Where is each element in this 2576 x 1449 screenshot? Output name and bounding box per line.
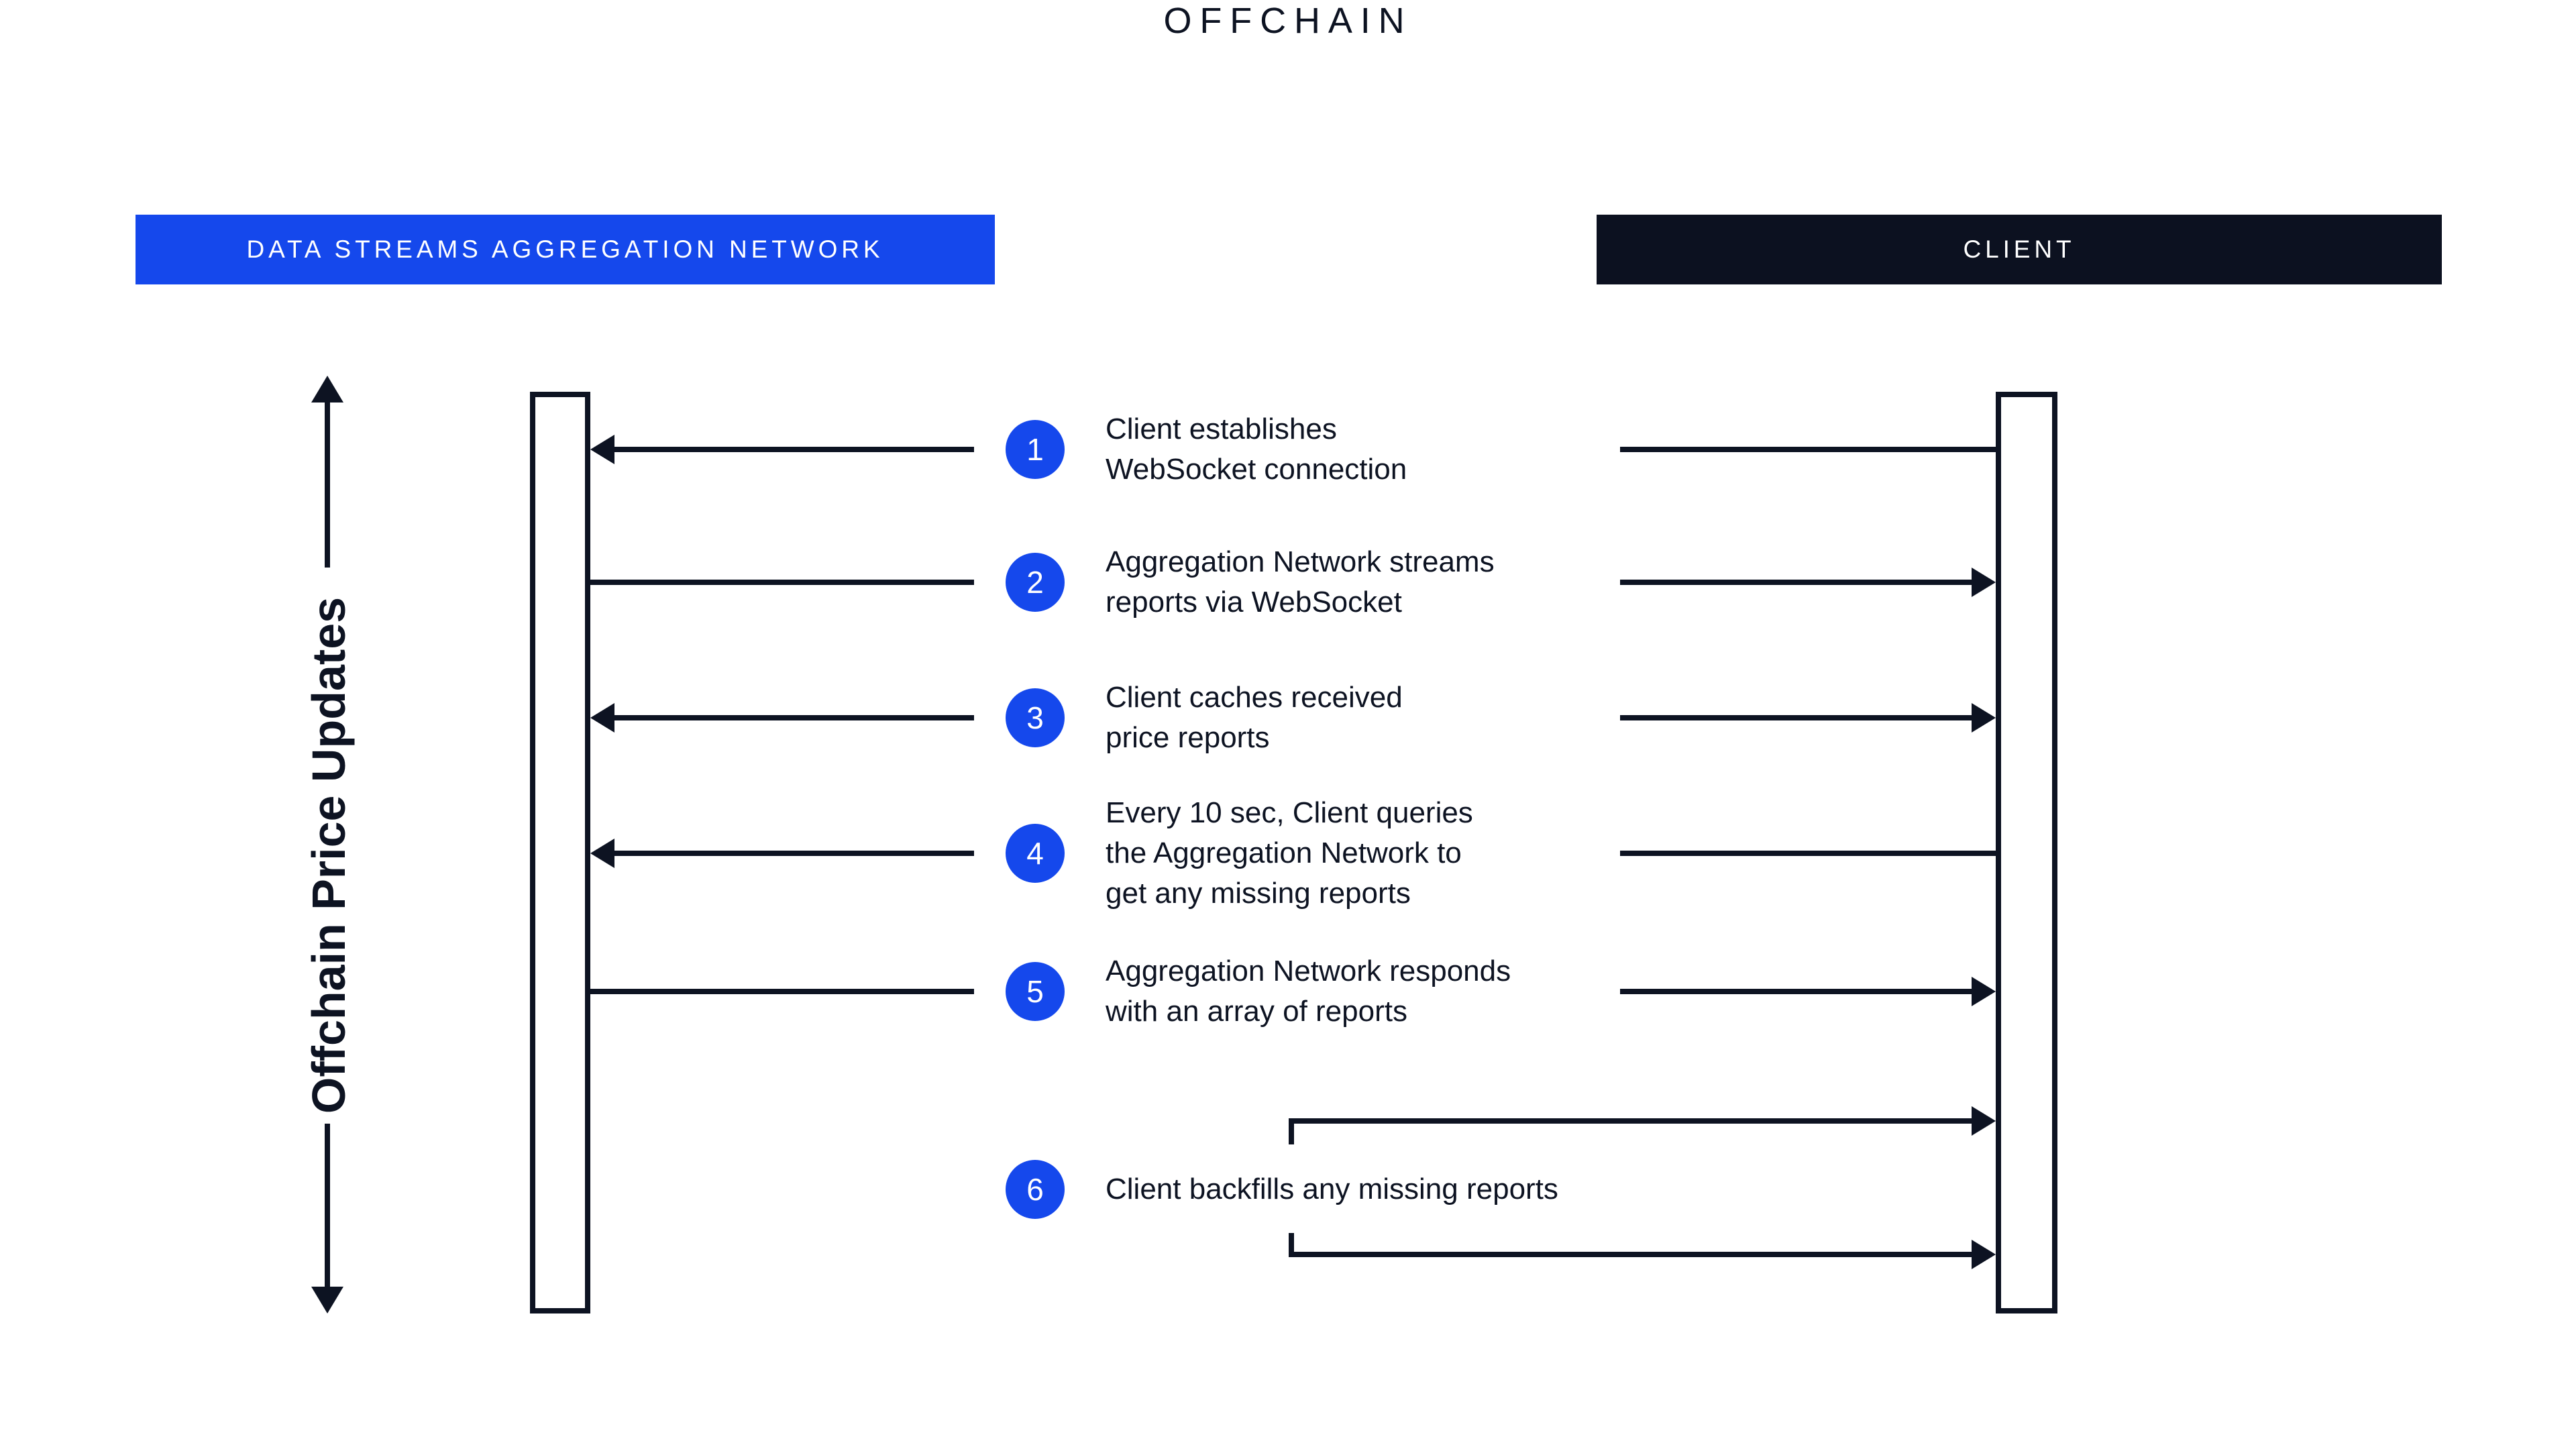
step-number: 1 [1026,432,1044,467]
arrowhead-right-icon [1972,1240,1996,1269]
axis-arrow-up-icon [311,376,343,402]
step-circle-1: 1 [1006,420,1065,479]
message-line-right [1620,447,1996,452]
message-line-left [588,989,974,994]
step-text-6: Client backfills any missing reports [1106,1173,1558,1205]
message-line-backfill-top [1289,1118,1976,1124]
axis-arrow-down-icon [311,1287,343,1313]
step-circle-6: 6 [1006,1160,1065,1219]
lifeline-client [1996,392,2057,1313]
header-client: CLIENT [1597,215,2442,284]
step-text-1: Client establishes WebSocket connection [1106,413,1407,486]
header-aggregation-network-label: DATA STREAMS AGGREGATION NETWORK [246,235,884,263]
step-number: 3 [1026,700,1044,735]
step-circle-3: 3 [1006,688,1065,747]
arrowhead-right-icon [1972,568,1996,597]
message-line-left [588,580,974,585]
page-title: OFFCHAIN [1163,1,1413,41]
elbow-stub-top [1289,1121,1294,1144]
axis-line-top [325,400,330,568]
axis-label: Offchain Price Updates [303,596,355,1114]
message-line-left [609,715,974,720]
step-text-4: Every 10 sec, Client queries the Aggrega… [1106,796,1473,910]
step-number: 5 [1026,974,1044,1009]
message-line-right [1620,851,1996,856]
step-circle-4: 4 [1006,824,1065,883]
message-line-backfill-bottom [1289,1252,1976,1257]
message-line-left [609,851,974,856]
step-text-5: Aggregation Network responds with an arr… [1106,955,1511,1028]
step-text-2: Aggregation Network streams reports via … [1106,545,1495,619]
step-circle-5: 5 [1006,962,1065,1021]
arrowhead-right-icon [1972,1106,1996,1136]
message-line-right [1620,989,1976,994]
step-number: 2 [1026,565,1044,600]
arrowhead-right-icon [1972,977,1996,1006]
message-line-right [1620,715,1976,720]
step-circle-2: 2 [1006,553,1065,612]
step-number: 4 [1026,836,1044,871]
arrowhead-right-icon [1972,703,1996,733]
message-line-left [609,447,974,452]
elbow-stub-bottom [1289,1233,1294,1257]
axis-line-bottom [325,1124,330,1291]
lifeline-aggregation-network [530,392,590,1313]
step-text-3: Client caches received price reports [1106,681,1403,754]
header-client-label: CLIENT [1963,235,2076,263]
step-number: 6 [1026,1172,1044,1207]
message-line-right [1620,580,1976,585]
header-aggregation-network: DATA STREAMS AGGREGATION NETWORK [136,215,995,284]
